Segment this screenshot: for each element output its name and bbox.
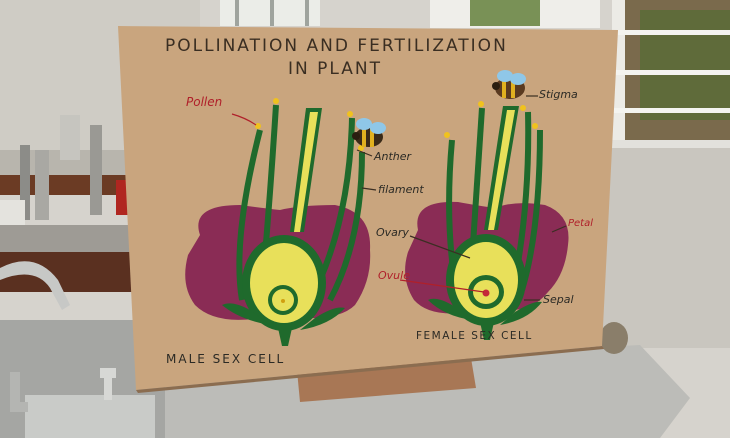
female-stalk [480,322,494,340]
male-ovary [250,243,318,323]
label-pollen: Pollen [186,95,223,109]
poster-shadow [136,346,604,393]
poster-title-line1: POLLINATION AND FERTILIZATION [165,36,508,56]
window-right [612,0,730,148]
female-sepal-left [428,298,472,320]
lab-bench [0,115,140,292]
caption-female: FEMALE SEX CELL [416,330,533,342]
pollen-dot [478,101,484,107]
petal-line [551,225,567,233]
male-stalk [278,328,292,346]
ovule-line [399,279,485,293]
male-stamen-left [236,129,263,301]
pollen-dot [444,132,450,138]
window-top [220,0,600,28]
male-sepal-right [300,307,345,330]
pollen-dot [520,105,526,111]
ovary-line [409,235,471,259]
poster-title-line2: IN PLANT [288,59,382,79]
label-petal: Petal [568,218,594,229]
female-sepal-right [500,301,542,325]
faucet [0,261,70,310]
label-filament: filament [378,183,424,196]
caption-male: MALE SEX CELL [166,352,286,366]
filament-line [361,187,377,191]
pollen-dot [347,111,353,117]
female-stamen-farright [519,129,543,291]
sink-tap [100,368,116,400]
female-style-inner [488,110,515,230]
right-wall [600,148,730,348]
pot [600,322,628,354]
tap-small [10,372,28,412]
label-stigma: Stigma [539,88,578,101]
label-ovary: Ovary [376,226,409,239]
label-ovule: Ovule [378,269,410,282]
label-sepal: Sepal [543,293,574,306]
sink [25,395,155,438]
bee-left [352,118,386,147]
pollen-dot [532,123,538,129]
male-style-inner [294,112,318,232]
leader-lines [231,95,567,301]
pollen-dot [273,98,279,104]
anther-line [356,149,373,157]
male-stamen-farright [327,151,365,302]
bee-right [492,70,526,99]
label-anther: Anther [374,150,412,163]
pollen-arrow [231,113,257,126]
male-sepal-left [222,303,270,325]
male-stamen-right [317,117,355,282]
male-flower [185,98,371,346]
pollen-dot [255,123,261,129]
